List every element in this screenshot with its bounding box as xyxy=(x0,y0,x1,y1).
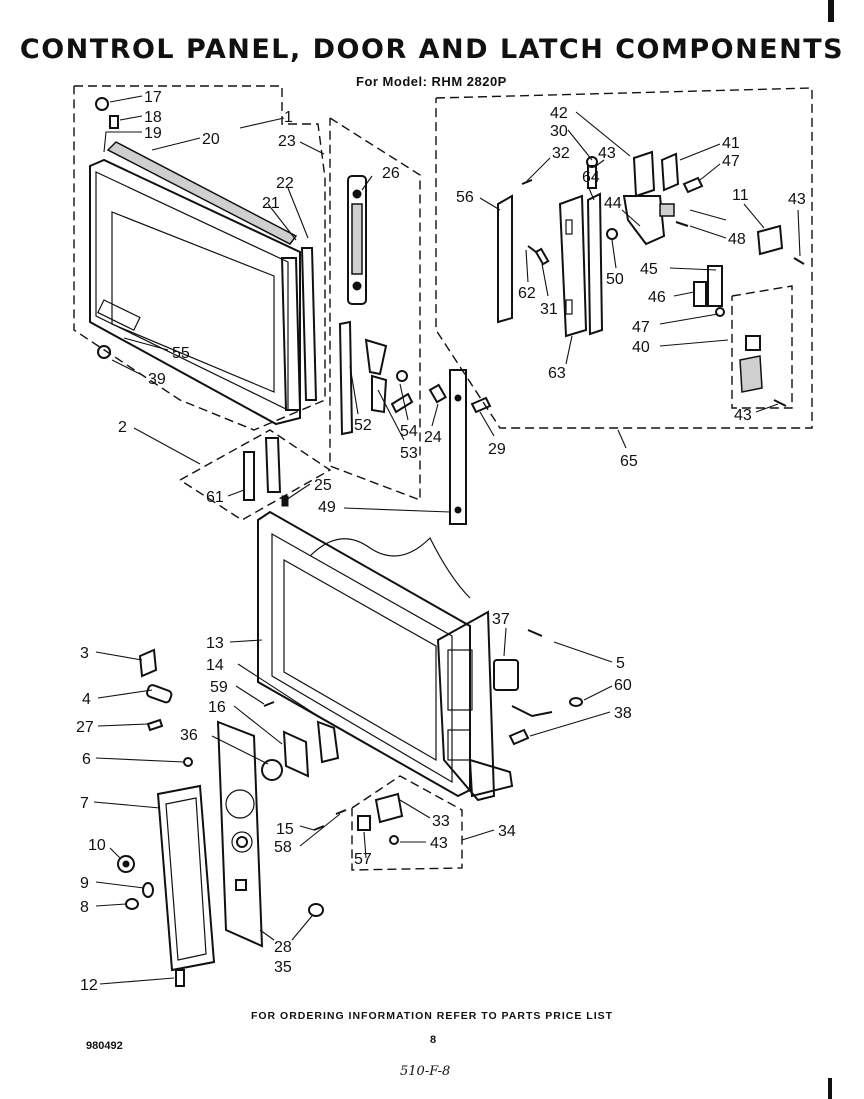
document-number: 980492 xyxy=(86,1040,123,1052)
label-27: 27 xyxy=(76,719,94,736)
control-panel-35 xyxy=(216,720,340,948)
label-1: 1 xyxy=(284,109,293,126)
label-61: 61 xyxy=(206,489,224,506)
label-7: 7 xyxy=(80,795,89,812)
hinge-pin-group xyxy=(179,429,332,521)
part-labels: 17 18 19 20 1 23 26 22 21 55 39 2 61 25 … xyxy=(76,89,806,994)
label-33: 33 xyxy=(432,813,450,830)
label-2: 2 xyxy=(118,419,127,436)
label-30: 30 xyxy=(550,123,568,140)
label-40: 40 xyxy=(632,339,650,356)
label-10: 10 xyxy=(88,837,106,854)
latch-bracket-group xyxy=(329,117,492,525)
label-44: 44 xyxy=(604,195,622,212)
label-9: 9 xyxy=(80,875,89,892)
label-58: 58 xyxy=(274,839,292,856)
label-53: 53 xyxy=(400,445,418,462)
label-20: 20 xyxy=(202,131,220,148)
label-18: 18 xyxy=(144,109,162,126)
handwritten-note: 510-F-8 xyxy=(400,1064,451,1079)
model-line: For Model: RHM 2820P xyxy=(356,74,507,89)
label-25: 25 xyxy=(314,477,332,494)
scan-edge-mark xyxy=(828,0,834,22)
label-12: 12 xyxy=(80,977,98,994)
label-65: 65 xyxy=(620,453,638,470)
label-28: 28 xyxy=(274,939,292,956)
door-frame-13 xyxy=(257,510,514,802)
label-63: 63 xyxy=(548,365,566,382)
label-48: 48 xyxy=(728,231,746,248)
switch-group-34 xyxy=(313,775,463,871)
label-49: 49 xyxy=(318,499,336,516)
label-37: 37 xyxy=(492,611,510,628)
label-46: 46 xyxy=(648,289,666,306)
label-47b: 47 xyxy=(632,319,650,336)
label-56: 56 xyxy=(456,189,474,206)
label-11: 11 xyxy=(732,187,749,204)
label-26: 26 xyxy=(382,165,400,182)
label-13: 13 xyxy=(206,635,224,652)
label-22: 22 xyxy=(276,175,294,192)
label-31: 31 xyxy=(540,301,558,318)
label-38: 38 xyxy=(614,705,632,722)
label-23: 23 xyxy=(278,133,296,150)
interlock-switch-parts xyxy=(263,629,583,746)
latch-mechanism-group xyxy=(435,87,813,429)
label-50: 50 xyxy=(606,271,624,288)
ordering-note: FOR ORDERING INFORMATION REFER TO PARTS … xyxy=(250,1010,614,1022)
label-24: 24 xyxy=(424,429,442,446)
label-55: 55 xyxy=(172,345,190,362)
page-title: CONTROL PANEL, DOOR AND LATCH COMPONENTS xyxy=(19,34,845,65)
label-41a: 41 xyxy=(722,135,740,152)
label-64: 64 xyxy=(582,169,600,186)
label-5: 5 xyxy=(616,655,625,672)
label-60: 60 xyxy=(614,677,632,694)
label-14: 14 xyxy=(206,657,224,674)
label-36: 36 xyxy=(180,727,198,744)
label-3: 3 xyxy=(80,645,89,662)
label-43d: 43 xyxy=(430,835,448,852)
label-21: 21 xyxy=(262,195,280,212)
label-43b: 43 xyxy=(788,191,806,208)
label-59: 59 xyxy=(210,679,228,696)
label-19: 19 xyxy=(144,125,162,142)
label-17: 17 xyxy=(144,89,162,106)
label-8: 8 xyxy=(80,899,89,916)
label-4: 4 xyxy=(82,691,91,708)
label-62: 62 xyxy=(518,285,536,302)
label-43c: 43 xyxy=(734,407,752,424)
label-54: 54 xyxy=(400,423,418,440)
panel-frame-7 xyxy=(117,648,324,987)
leader-lines xyxy=(93,95,801,985)
label-43a: 43 xyxy=(598,145,616,162)
label-6: 6 xyxy=(82,751,91,768)
label-34: 34 xyxy=(498,823,516,840)
scan-edge-mark-bottom xyxy=(828,1078,832,1099)
label-39: 39 xyxy=(148,371,166,388)
page-number: 8 xyxy=(430,1034,437,1046)
label-29: 29 xyxy=(488,441,506,458)
label-35: 35 xyxy=(274,959,292,976)
label-42: 42 xyxy=(550,105,568,122)
label-16: 16 xyxy=(208,699,226,716)
door-assembly-group xyxy=(73,85,326,431)
label-45: 45 xyxy=(640,261,658,278)
label-57: 57 xyxy=(354,851,372,868)
label-47a: 47 xyxy=(722,153,740,170)
label-32: 32 xyxy=(552,145,570,162)
label-52: 52 xyxy=(354,417,372,434)
label-15: 15 xyxy=(276,821,294,838)
